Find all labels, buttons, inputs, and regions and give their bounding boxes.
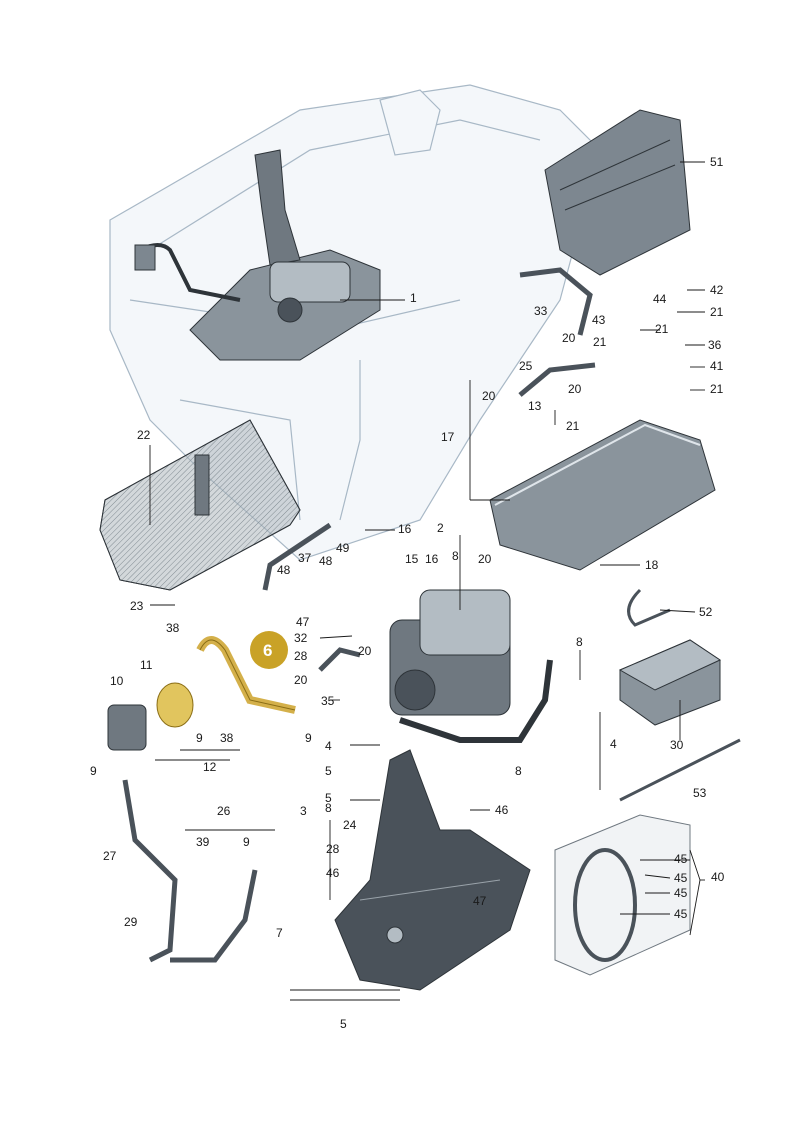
callout-20d: 20 — [478, 552, 492, 566]
callout-21b: 21 — [593, 335, 607, 349]
callout-3: 3 — [300, 804, 307, 818]
callout-20f: 20 — [294, 673, 308, 687]
callout-49: 49 — [336, 541, 350, 555]
callout-9d: 9 — [243, 835, 250, 849]
callout-16b: 16 — [425, 552, 439, 566]
callout-21c: 21 — [655, 322, 669, 336]
callout-22: 22 — [137, 428, 151, 442]
callout-2: 2 — [437, 521, 444, 535]
callout-28b: 28 — [326, 842, 340, 856]
callout-8c: 8 — [515, 764, 522, 778]
callout-4b: 4 — [325, 739, 332, 753]
callout-47a: 47 — [296, 615, 310, 629]
bracket-part-3 — [334, 749, 531, 991]
callout-8d: 8 — [325, 801, 332, 815]
callout-28a: 28 — [294, 649, 308, 663]
callout-labels: 1 2 3 4 4 5 5 5 7 8 8 8 8 9 9 9 9 10 11 … — [90, 155, 725, 1031]
relay-part-10 — [107, 704, 147, 751]
callout-20b: 20 — [568, 382, 582, 396]
compressor-part-2 — [389, 589, 553, 743]
cover-part-51 — [544, 109, 691, 276]
callout-21e: 21 — [566, 419, 580, 433]
callout-16a: 16 — [398, 522, 412, 536]
callout-43: 43 — [592, 313, 606, 327]
callout-40: 40 — [711, 870, 725, 884]
callout-45b: 45 — [674, 871, 688, 885]
control-unit-part-30 — [618, 639, 722, 726]
highlight-badge-label: 6 — [263, 641, 272, 660]
callout-23: 23 — [130, 599, 144, 613]
callout-9c: 9 — [90, 764, 97, 778]
callout-9a: 9 — [196, 731, 203, 745]
callout-8b: 8 — [576, 635, 583, 649]
cover-plate-part-22 — [99, 419, 301, 591]
callout-9b: 9 — [305, 731, 312, 745]
callout-48a: 48 — [319, 554, 333, 568]
callout-12: 12 — [203, 760, 217, 774]
callout-17: 17 — [441, 430, 455, 444]
callout-35: 35 — [321, 694, 335, 708]
callout-5a: 5 — [325, 764, 332, 778]
callout-33: 33 — [534, 304, 548, 318]
callout-10: 10 — [110, 674, 124, 688]
callout-45c: 45 — [674, 886, 688, 900]
callout-4a: 4 — [610, 737, 617, 751]
callout-1: 1 — [410, 291, 417, 305]
callout-48b: 48 — [277, 563, 291, 577]
callout-15: 15 — [405, 552, 419, 566]
callout-51: 51 — [710, 155, 724, 169]
callout-42: 42 — [710, 283, 724, 297]
highlight-badge[interactable]: 6 — [250, 631, 288, 669]
compressor-assembly-top — [134, 149, 381, 361]
callout-27: 27 — [103, 849, 117, 863]
callout-5c: 5 — [340, 1017, 347, 1031]
callout-32: 32 — [294, 631, 308, 645]
callout-29: 29 — [124, 915, 138, 929]
callout-13: 13 — [528, 399, 542, 413]
callout-20e: 20 — [358, 644, 372, 658]
cable-tie-part-53 — [619, 588, 741, 802]
callout-8a: 8 — [452, 549, 459, 563]
tray-part-17 — [489, 419, 716, 571]
callout-24: 24 — [343, 818, 357, 832]
callout-52: 52 — [699, 605, 713, 619]
callout-7: 7 — [276, 926, 283, 940]
callout-45a: 45 — [674, 852, 688, 866]
callout-21d: 21 — [710, 382, 724, 396]
callout-5b: 5 — [325, 791, 332, 805]
callout-26: 26 — [217, 804, 231, 818]
callout-38b: 38 — [220, 731, 234, 745]
callout-45d: 45 — [674, 907, 688, 921]
callout-39: 39 — [196, 835, 210, 849]
callout-46a: 46 — [495, 803, 509, 817]
callout-30: 30 — [670, 738, 684, 752]
callout-53: 53 — [693, 786, 707, 800]
callout-41: 41 — [710, 359, 724, 373]
callout-37: 37 — [298, 551, 312, 565]
callout-11: 11 — [140, 658, 153, 672]
leader-lines — [149, 161, 705, 1001]
callout-44: 44 — [653, 292, 667, 306]
callout-38a: 38 — [166, 621, 180, 635]
callout-47b: 47 — [473, 894, 487, 908]
callout-21a: 21 — [710, 305, 724, 319]
callout-18: 18 — [645, 558, 659, 572]
callout-46b: 46 — [326, 866, 340, 880]
callout-20a: 20 — [562, 331, 576, 345]
highlighted-hose-part-6 — [156, 636, 296, 728]
callout-36: 36 — [708, 338, 722, 352]
callout-25: 25 — [519, 359, 533, 373]
pipes — [122, 267, 596, 963]
repair-kit-part-40 — [554, 814, 691, 976]
callout-20c: 20 — [482, 389, 496, 403]
